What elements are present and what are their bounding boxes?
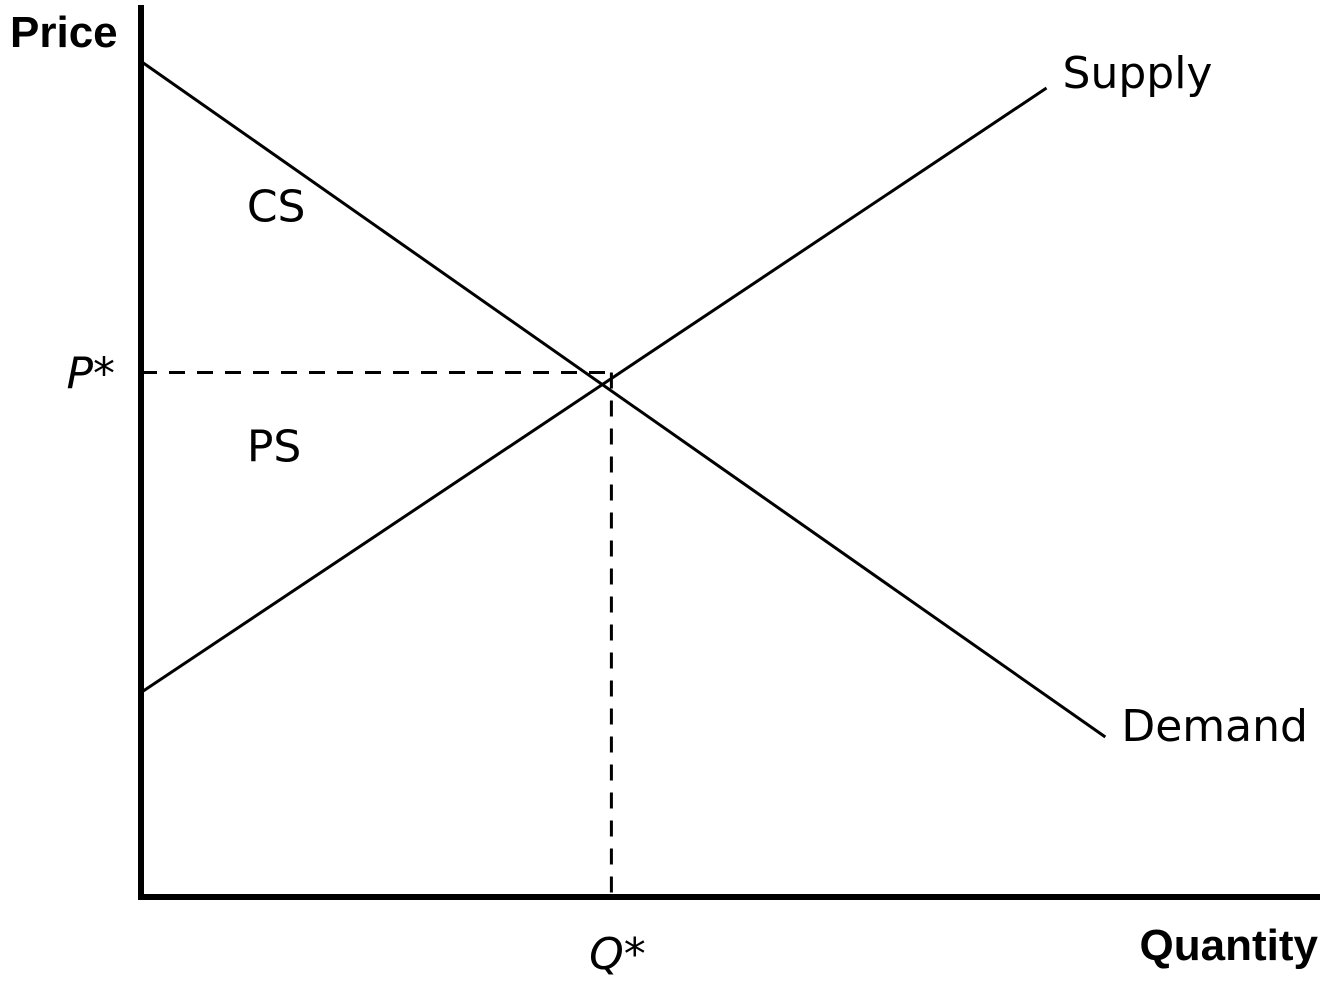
supply-curve bbox=[140, 86, 1048, 694]
supply-label: Supply bbox=[1063, 48, 1213, 99]
x-axis-title: Quantity bbox=[1140, 921, 1319, 970]
demand-curve bbox=[140, 60, 1107, 739]
equilibrium-price-label: P* bbox=[66, 348, 115, 399]
demand-label: Demand bbox=[1121, 701, 1308, 752]
consumer-surplus-label: CS bbox=[247, 181, 306, 232]
y-axis-title: Price bbox=[10, 8, 118, 57]
producer-surplus-label: PS bbox=[247, 421, 301, 472]
equilibrium-quantity-label: Q* bbox=[589, 929, 646, 980]
